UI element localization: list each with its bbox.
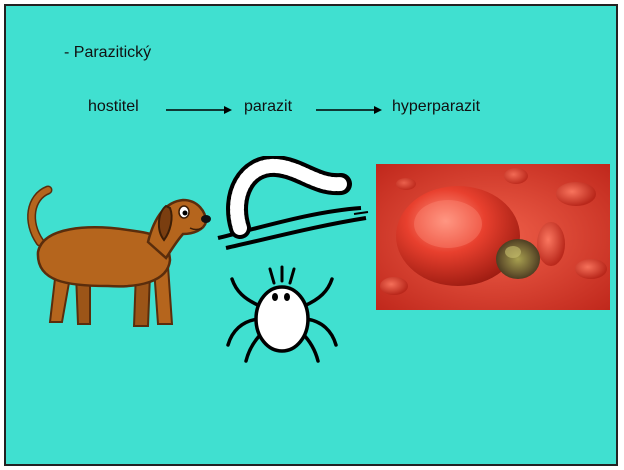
- bullet-text: - Parazitický: [64, 44, 151, 62]
- arrow-icon: [314, 98, 384, 120]
- label-host: hostitel: [88, 98, 139, 116]
- label-parasite: parazit: [244, 98, 292, 116]
- slide: - Parazitický hostitel parazit hyperpara…: [4, 4, 618, 466]
- red-blood-cell-image: [376, 164, 610, 310]
- dog-icon: [18, 182, 218, 332]
- mite-icon: [222, 261, 342, 366]
- label-hyperparasite: hyperparazit: [392, 98, 480, 116]
- worm-icon: [216, 156, 371, 251]
- arrow-icon: [164, 98, 234, 120]
